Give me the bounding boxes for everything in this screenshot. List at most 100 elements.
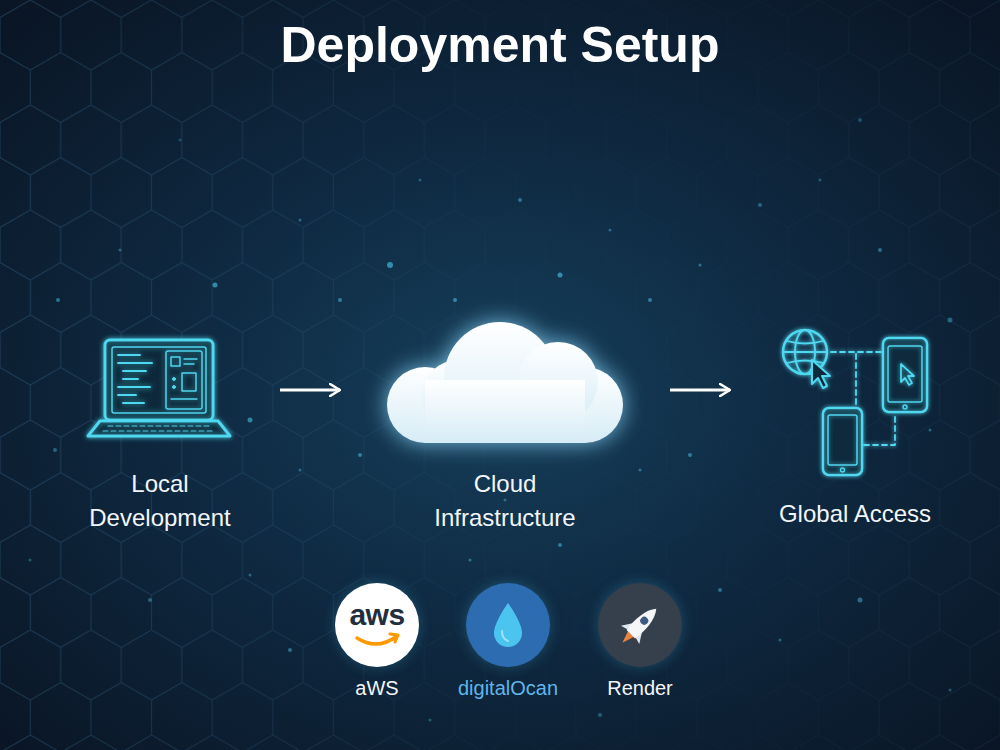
diagram-title: Deployment Setup [0,12,1000,78]
node-icon [425,380,585,443]
node-icon [613,600,665,652]
particle-dots [948,318,953,323]
particle-dots [429,719,432,722]
node-icon [901,364,914,385]
node-icon [123,402,144,404]
particle-dots [338,298,342,302]
particle-dots [248,418,253,423]
node-icon [118,386,150,388]
particle-dots [639,469,642,472]
node-icon [88,340,230,436]
node-icon [387,322,623,443]
particle-dots [688,453,692,457]
particle-dots [504,499,507,502]
node-icon [626,604,661,639]
node-icon [40,335,280,445]
particle-dots [558,273,563,278]
particle-dots [387,262,393,268]
provider-logo: Render [598,583,682,667]
node-icon [123,370,146,372]
node-icon [598,583,682,667]
node-icon [357,636,397,644]
node-icon [730,320,980,460]
particle-dots [718,588,722,592]
node-label: Cloud Infrastructure [415,467,595,535]
particle-dots [949,689,952,692]
node-icon [182,373,196,391]
particle-dots [858,598,863,603]
node-icon [841,468,845,472]
particle-dots [299,219,302,222]
node-icon [171,398,197,400]
node-icon [173,378,176,381]
particle-dots [518,198,522,202]
node-icon [855,354,857,406]
node-icon [823,408,862,475]
node-icon [783,330,927,475]
node-icon [888,346,922,402]
node-label: Render [540,675,740,701]
particle-dots [288,648,292,652]
node-icon [184,358,197,360]
particle-dots [299,469,302,472]
node-icon [831,351,881,353]
node-icon [425,380,585,443]
particle-dots [29,118,953,722]
node-icon [340,320,670,460]
particle-dots [929,429,932,432]
particle-dots [419,179,422,182]
node-label: digitalOcan [408,675,608,701]
particle-dots [179,139,182,142]
node-icon [502,631,508,641]
node-icon [118,354,140,356]
flow-arrow [670,389,730,392]
particle-dots [779,639,782,642]
particle-dots [56,298,60,302]
particle-dots [609,229,612,232]
particle-dots [148,598,152,602]
particle-dots [249,574,252,577]
node-icon [171,357,180,366]
node-icon [466,583,550,667]
particle-dots [648,298,652,302]
particle-dots [699,264,702,267]
node-icon [783,351,827,353]
particle-dots [469,559,472,562]
particle-dots [213,283,218,288]
particle-dots [819,179,822,182]
node-icon [184,363,194,365]
node-icon [812,360,830,388]
node-label: Global Access [735,497,975,531]
node-icon [103,430,215,431]
node-icon [88,421,230,436]
stage-node: Local Development [40,335,280,445]
particle-dots [858,118,862,122]
node-icon [828,415,857,465]
cloud-node: Cloud Infrastructure [340,320,670,460]
node-label: aWS [277,675,477,701]
particle-dots [598,713,602,717]
node-icon [173,386,176,389]
node-icon [112,347,206,413]
provider-logo: awsaWS [335,583,419,667]
node-icon [494,603,522,647]
particle-dots [878,248,882,252]
node-icon [118,362,152,364]
stage-node: Global Access [730,320,980,460]
particle-dots [758,203,762,207]
provider-logo: digitalOcan [466,583,550,667]
node-icon [883,338,927,412]
node-icon [123,378,138,380]
node-icon [108,425,210,426]
particle-dots [119,249,122,252]
flow-arrow [280,389,340,392]
particle-dots [453,298,457,302]
node-icon [903,405,907,409]
node-label: Local Development [70,467,250,535]
logo-text: aws [335,597,419,633]
node-icon [864,414,895,445]
particle-dots [558,543,562,547]
